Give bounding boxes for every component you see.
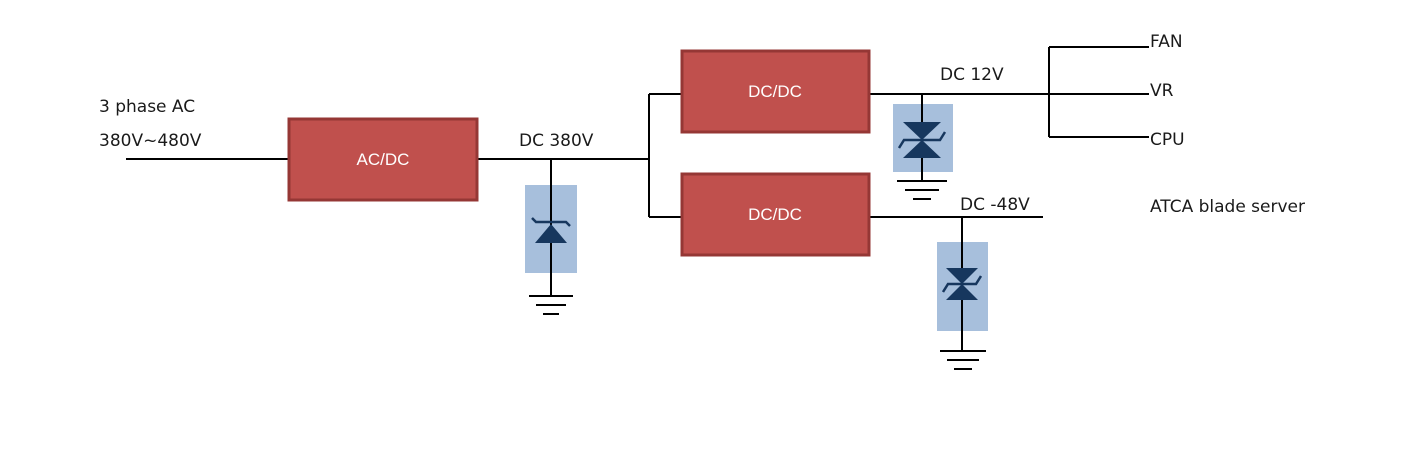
- ground-icon: [897, 180, 947, 200]
- dc12-label: DC 12V: [940, 65, 1004, 85]
- tvs-diode-icon: [893, 94, 953, 180]
- tvs-diode-icon: [937, 217, 988, 350]
- dc380-label: DC 380V: [519, 131, 594, 151]
- fan-label: FAN: [1150, 32, 1183, 52]
- vr-label: VR: [1150, 81, 1174, 101]
- dcdc-bottom-converter-block: DC/DC: [680, 172, 871, 257]
- acdc-label: AC/DC: [357, 150, 410, 169]
- ground-icon: [529, 295, 573, 315]
- system-label: ATCA blade server: [1150, 197, 1305, 217]
- ground-icon: [940, 350, 986, 370]
- dcneg48-label: DC -48V: [960, 195, 1030, 215]
- input-phase-label: 3 phase AC: [99, 97, 195, 117]
- dcdc-top-converter-block: DC/DC: [680, 49, 871, 134]
- dcdc-top-label: DC/DC: [748, 82, 802, 101]
- cpu-label: CPU: [1150, 130, 1185, 150]
- dcdc-bottom-label: DC/DC: [748, 205, 802, 224]
- wiring: [126, 46, 1149, 218]
- tvs-diode-icon: [525, 159, 577, 295]
- input-voltage-label: 380V~480V: [99, 131, 202, 151]
- acdc-converter-block: AC/DC: [287, 117, 479, 202]
